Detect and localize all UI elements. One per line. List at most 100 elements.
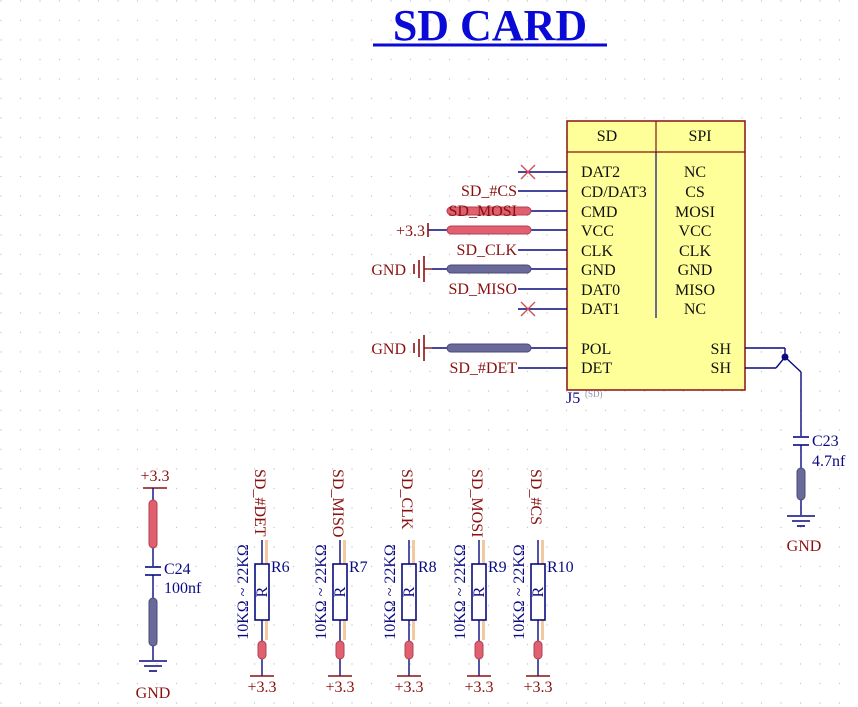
pin-name-sd: DAT0 xyxy=(581,282,620,299)
lead-hatch xyxy=(343,540,346,564)
lead-hatch xyxy=(265,620,268,640)
resistor-symbol-text: R xyxy=(471,586,488,597)
gnd-port-icon xyxy=(413,256,432,282)
lead-hatch xyxy=(265,540,268,564)
resistor-designator: R9 xyxy=(488,559,507,576)
resistor-body xyxy=(401,563,417,621)
net-label-sd-miso: SD_MISO xyxy=(449,281,517,298)
lead-hatch xyxy=(482,620,485,640)
resistor-designator: R10 xyxy=(547,559,574,576)
lead-hatch xyxy=(541,540,544,564)
resistor-net-top-label: SD_#DET xyxy=(251,469,268,537)
highlight-c24-power xyxy=(148,499,158,549)
c24-value: 100nf xyxy=(164,580,202,597)
resistor-symbol-text: R xyxy=(332,586,349,597)
highlight-vcc-wire xyxy=(446,225,532,235)
pin-name-sh: SH xyxy=(711,341,732,358)
resistor-net-top-label: SD_MISO xyxy=(329,469,346,537)
highlight-c24-gnd xyxy=(148,597,158,647)
junction-dot xyxy=(781,353,789,361)
resistor-value: 10KΩ ~ 22KΩ xyxy=(313,544,330,640)
capacitor-c23[interactable]: C23 4.7nf xyxy=(793,433,846,515)
net-label-gnd: GND xyxy=(371,341,406,358)
highlight-gnd-wire xyxy=(446,264,532,274)
gnd-port-icon xyxy=(413,335,432,361)
lead-hatch xyxy=(541,620,544,640)
highlight-resistor-power xyxy=(335,640,345,660)
net-label-sd-det: SD_#DET xyxy=(449,360,517,377)
sheet-title: SD CARD xyxy=(393,1,587,50)
no-connect-icon xyxy=(520,164,536,180)
lead-hatch xyxy=(412,540,415,564)
highlight-c23-gnd xyxy=(796,467,806,501)
resistor-net-top-label: SD_MOSI xyxy=(468,469,485,537)
resistor-body xyxy=(254,563,270,621)
pin-name-sd: DAT1 xyxy=(581,301,620,318)
gnd-symbol-icon xyxy=(139,660,167,672)
resistor-body xyxy=(471,563,487,621)
col-header-sd: SD xyxy=(597,128,617,145)
resistor-value: 10KΩ ~ 22KΩ xyxy=(235,544,252,640)
pin-name-sd: CMD xyxy=(581,204,617,221)
pin-name-sh: SH xyxy=(711,360,732,377)
c23-gnd-label: GND xyxy=(787,538,822,555)
pin-name-spi: MISO xyxy=(675,282,715,299)
c24-gnd-label: GND xyxy=(136,685,171,702)
pin-name-sd: CD/DAT3 xyxy=(581,184,647,201)
pin-name-sd: CLK xyxy=(581,243,613,260)
highlight-pol-gnd-wire xyxy=(446,343,532,353)
resistor-net-bottom-label: +3.3 xyxy=(394,679,423,696)
col-header-spi: SPI xyxy=(688,128,711,145)
resistor-value: 10KΩ ~ 22KΩ xyxy=(382,544,399,640)
resistor-body xyxy=(332,563,348,621)
resistor-net-bottom-label: +3.3 xyxy=(247,679,276,696)
pin-name-spi: NC xyxy=(684,301,706,318)
shield-wire xyxy=(745,347,802,436)
connector-comment: (SD) xyxy=(585,389,603,399)
lead-hatch xyxy=(482,540,485,564)
pin-name-pol: POL xyxy=(581,341,611,358)
pin-name-spi: CLK xyxy=(679,243,711,260)
capacitor-c24[interactable]: +3.3 C24 100nf xyxy=(140,468,202,660)
lead-hatch xyxy=(343,620,346,640)
c24-power-label: +3.3 xyxy=(140,468,169,485)
highlight-sd-mosi-wire xyxy=(446,206,532,216)
net-label-gnd: GND xyxy=(371,262,406,279)
pin-name-spi: NC xyxy=(684,164,706,181)
highlight-resistor-power xyxy=(474,640,484,660)
resistor-symbol-text: R xyxy=(530,586,547,597)
resistor-net-bottom-label: +3.3 xyxy=(325,679,354,696)
resistor-net-bottom-label: +3.3 xyxy=(523,679,552,696)
highlight-resistor-power xyxy=(404,640,414,660)
connector-j5[interactable]: SD SPI DAT2 CD/DAT3 CMD VCC CLK GND DAT0… xyxy=(566,120,746,407)
pin-name-spi: MOSI xyxy=(675,204,715,221)
net-label-sd-cs: SD_#CS xyxy=(461,183,517,200)
pin-name-spi: VCC xyxy=(679,223,712,240)
lead-hatch xyxy=(412,620,415,640)
resistor-r9[interactable]: SD_MOSI RR9 10KΩ ~ 22KΩ +3.3 xyxy=(452,469,507,696)
resistor-net-top-label: SD_#CS xyxy=(527,469,544,525)
resistor-designator: R8 xyxy=(418,559,437,576)
c23-value: 4.7nf xyxy=(812,453,846,470)
net-label-sd-clk: SD_CLK xyxy=(457,242,518,259)
pin-name-sd: DAT2 xyxy=(581,164,620,181)
pin-name-spi: GND xyxy=(678,262,713,279)
resistor-symbol-text: R xyxy=(254,586,271,597)
resistor-symbol-text: R xyxy=(401,586,418,597)
resistor-net-bottom-label: +3.3 xyxy=(464,679,493,696)
resistor-value: 10KΩ ~ 22KΩ xyxy=(511,544,528,640)
resistor-body xyxy=(530,563,546,621)
pin-name-sd: VCC xyxy=(581,223,614,240)
gnd-symbol-icon xyxy=(787,515,815,527)
c24-designator: C24 xyxy=(164,561,191,578)
no-connect-icon xyxy=(520,301,536,317)
resistor-value: 10KΩ ~ 22KΩ xyxy=(452,544,469,640)
connector-designator: J5 xyxy=(566,390,580,407)
highlight-resistor-power xyxy=(257,640,267,660)
